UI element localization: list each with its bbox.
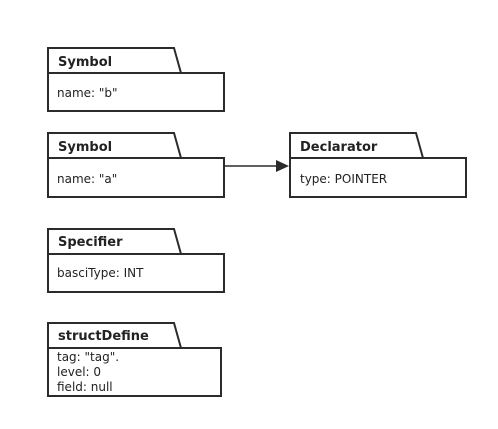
node-body xyxy=(47,72,225,112)
node-field: basciType: INT xyxy=(57,266,144,280)
node-title: Declarator xyxy=(300,140,378,155)
node-tab xyxy=(47,228,182,255)
node-declarator[interactable]: Declarator type: POINTER xyxy=(289,132,467,198)
node-symbol-a[interactable]: Symbol name: "a" xyxy=(47,132,225,198)
node-tab xyxy=(289,132,424,159)
node-body xyxy=(289,157,467,198)
arrowhead-icon xyxy=(276,160,289,172)
node-title: Symbol xyxy=(58,140,112,155)
node-tab xyxy=(47,322,182,349)
node-body xyxy=(47,253,225,293)
node-body xyxy=(47,347,222,397)
node-tab xyxy=(47,132,182,159)
node-field: type: POINTER xyxy=(300,172,387,186)
node-symbol-b[interactable]: Symbol name: "b" xyxy=(47,47,225,112)
node-title: structDefine xyxy=(58,329,149,344)
node-body xyxy=(47,157,225,198)
node-specifier[interactable]: Specifier basciType: INT xyxy=(47,228,225,293)
node-tab xyxy=(47,47,182,74)
node-field: tag: "tag". xyxy=(57,350,119,364)
node-title: Specifier xyxy=(58,235,123,250)
node-title: Symbol xyxy=(58,55,112,70)
node-field: name: "b" xyxy=(57,86,118,100)
node-field: field: null xyxy=(57,380,113,394)
node-struct-define[interactable]: structDefine tag: "tag". level: 0 field:… xyxy=(47,322,222,397)
node-field: name: "a" xyxy=(57,172,117,186)
edge-symbol-a-to-declarator xyxy=(224,160,289,172)
node-field: level: 0 xyxy=(57,365,101,379)
